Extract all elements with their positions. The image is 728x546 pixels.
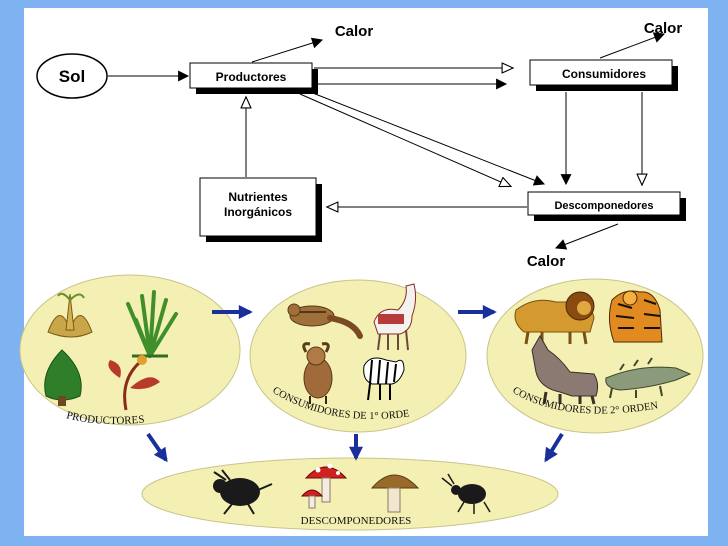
nutrientes-label-line1: Nutrientes (228, 190, 288, 204)
corn-plant-icon (47, 292, 93, 338)
productores-label: Productores (216, 70, 287, 84)
consumidores-node (529, 59, 678, 91)
lion-icon (514, 291, 595, 345)
insect-icon (441, 473, 491, 514)
arrow-consumidores-calor (599, 32, 666, 59)
flowering-plant-icon (108, 355, 160, 411)
tiger-icon (608, 290, 663, 343)
arrow-productores-descomponedores-solid (299, 87, 546, 186)
consumidores-1-oval (249, 279, 467, 433)
brown-mushroom-icon (370, 474, 420, 513)
sol-label: Sol (59, 67, 85, 86)
descomponedores-caption: DESCOMPONEDORES (301, 515, 412, 527)
grass-plant-icon (126, 290, 178, 358)
arrow-productores-calor (251, 37, 324, 63)
calor-label-consumidores: Calor (644, 20, 683, 37)
calor-label-descomponedores: Calor (527, 253, 566, 270)
sol-node (36, 53, 108, 99)
ram-icon (302, 342, 333, 404)
descomponedores-node (527, 191, 686, 221)
zebra-icon (363, 357, 405, 401)
arrow-productores-descomponedores-open (299, 93, 510, 186)
red-mushroom-icon (300, 463, 348, 509)
coyote-icon (531, 334, 599, 405)
consumidores-label: Consumidores (562, 67, 646, 81)
white-panel (24, 8, 708, 536)
beetle-icon (213, 469, 273, 515)
blue-arrow-consumidores2-descomponedores (544, 432, 564, 463)
arrow-descomponedores-calor (554, 223, 619, 250)
llama-icon (373, 283, 417, 351)
blue-arrow-productores-descomponedores (146, 432, 168, 463)
chipmunk-icon (287, 303, 363, 339)
nutrientes-label-line2: Inorgánicos (224, 205, 292, 219)
descomponedores-label: Descomponedores (554, 200, 653, 212)
tree-icon (44, 349, 82, 406)
calor-label-productores: Calor (335, 23, 374, 40)
productores-node (189, 62, 318, 94)
crocodile-icon (605, 357, 692, 399)
nutrientes-node (199, 177, 322, 242)
productores-oval (19, 274, 241, 426)
